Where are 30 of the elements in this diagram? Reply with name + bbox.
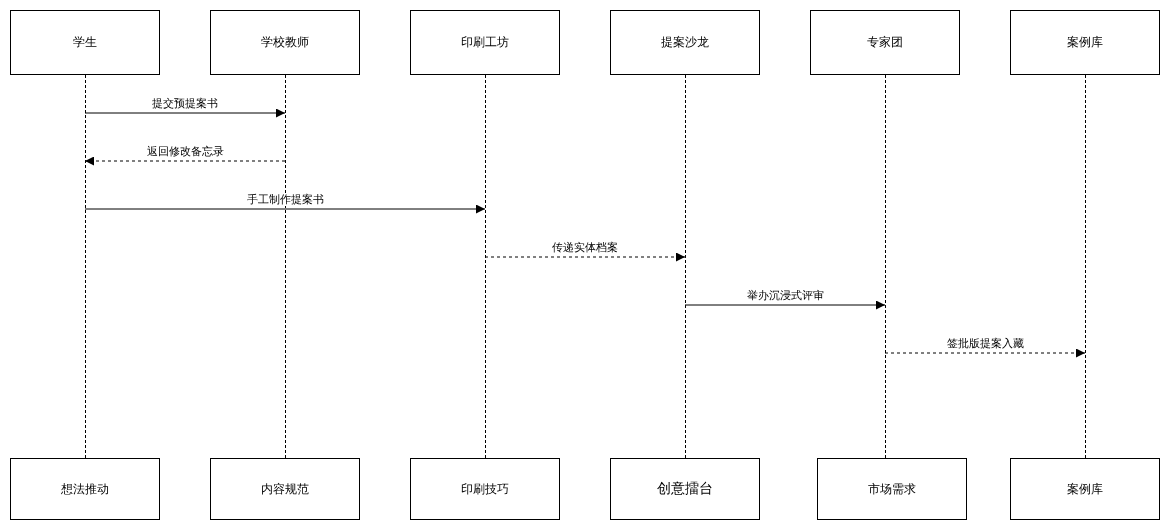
message-arrow [484, 252, 686, 262]
message-arrow [884, 348, 1086, 358]
edge-label: 提交预提案书 [151, 97, 219, 110]
lifeline [285, 75, 286, 458]
message-arrow [84, 108, 286, 118]
edge-label: 举办沉浸式评审 [745, 289, 825, 302]
participant-box: 专家团 [810, 10, 960, 75]
edge-label: 返回修改备忘录 [145, 145, 225, 158]
participant-box: 学生 [10, 10, 160, 75]
lifeline [85, 75, 86, 458]
edge-label: 传递实体档案 [551, 241, 619, 254]
edge-label: 签批版提案入藏 [945, 337, 1025, 350]
message-arrow [84, 156, 286, 166]
lifeline [1085, 75, 1086, 458]
lifeline [685, 75, 686, 458]
participant-box: 学校教师 [210, 10, 360, 75]
note-box: 案例库 [1010, 458, 1160, 520]
note-box: 创意擂台 [610, 458, 760, 520]
message-arrow [84, 204, 486, 214]
edge-label: 手工制作提案书 [245, 193, 325, 206]
message-arrow [684, 300, 886, 310]
note-box: 印刷技巧 [410, 458, 560, 520]
lifeline [485, 75, 486, 458]
note-box: 市场需求 [817, 458, 967, 520]
participant-box: 案例库 [1010, 10, 1160, 75]
note-box: 想法推动 [10, 458, 160, 520]
participant-box: 提案沙龙 [610, 10, 760, 75]
note-box: 内容规范 [210, 458, 360, 520]
lifeline [885, 75, 886, 458]
participant-box: 印刷工坊 [410, 10, 560, 75]
